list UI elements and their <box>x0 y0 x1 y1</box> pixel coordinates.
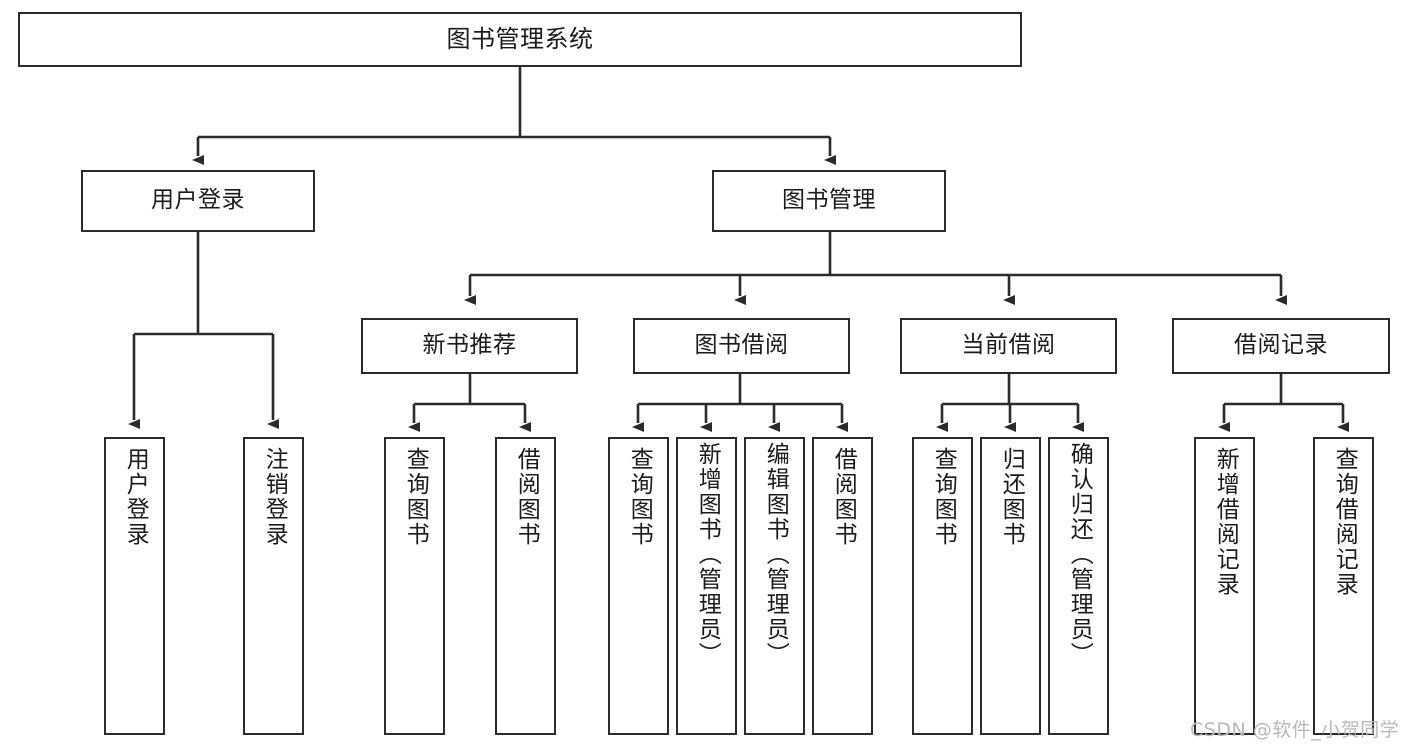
leaf-new-book-query[interactable]: 查询图书 <box>384 437 445 735</box>
leaf-label: 查询借阅记录 <box>1331 447 1358 597</box>
node-label: 新书推荐 <box>422 332 517 359</box>
leaf-label: 用户登录 <box>122 447 149 547</box>
leaf-label: 确认归还（管理员） <box>1066 442 1093 667</box>
leaf-current-borrow-query[interactable]: 查询图书 <box>912 437 973 735</box>
node-label: 当前借阅 <box>961 332 1056 359</box>
leaf-label: 新增图书（管理员） <box>694 442 721 667</box>
leaf-user-login-login[interactable]: 用户登录 <box>104 437 165 735</box>
csdn-watermark: CSDN @软件_小贺同学 <box>1190 719 1400 741</box>
leaf-current-borrow-confirm-return[interactable]: 确认归还（管理员） <box>1048 437 1109 735</box>
node-book-management[interactable]: 图书管理 <box>712 170 946 232</box>
leaf-label: 借阅图书 <box>830 447 857 547</box>
leaf-book-borrow-add[interactable]: 新增图书（管理员） <box>676 437 737 735</box>
node-label: 图书借阅 <box>694 332 789 359</box>
leaf-new-book-borrow[interactable]: 借阅图书 <box>495 437 556 735</box>
leaf-book-borrow-borrow[interactable]: 借阅图书 <box>812 437 873 735</box>
leaf-current-borrow-return[interactable]: 归还图书 <box>980 437 1041 735</box>
leaf-label: 查询图书 <box>402 447 429 547</box>
leaf-label: 借阅图书 <box>513 447 540 547</box>
leaf-borrow-record-add[interactable]: 新增借阅记录 <box>1194 437 1255 735</box>
node-root-system[interactable]: 图书管理系统 <box>18 12 1022 67</box>
node-label: 图书管理 <box>782 187 876 214</box>
leaf-label: 归还图书 <box>998 447 1025 547</box>
leaf-label: 新增借阅记录 <box>1212 447 1239 597</box>
node-new-book-recommend[interactable]: 新书推荐 <box>361 318 578 374</box>
leaf-label: 注销登录 <box>261 447 288 547</box>
leaf-label: 编辑图书（管理员） <box>762 442 789 667</box>
node-user-login[interactable]: 用户登录 <box>81 170 315 232</box>
leaf-borrow-record-query[interactable]: 查询借阅记录 <box>1313 437 1374 735</box>
leaf-book-borrow-query[interactable]: 查询图书 <box>608 437 669 735</box>
leaf-label: 查询图书 <box>930 447 957 547</box>
node-label: 借阅记录 <box>1234 332 1328 359</box>
leaf-book-borrow-edit[interactable]: 编辑图书（管理员） <box>744 437 805 735</box>
node-label: 用户登录 <box>151 187 245 214</box>
leaf-user-login-logout[interactable]: 注销登录 <box>243 437 304 735</box>
leaf-label: 查询图书 <box>626 447 653 547</box>
node-current-borrow[interactable]: 当前借阅 <box>900 318 1117 374</box>
node-borrow-record[interactable]: 借阅记录 <box>1172 318 1390 374</box>
node-book-borrow[interactable]: 图书借阅 <box>633 318 850 374</box>
node-label: 图书管理系统 <box>446 25 594 54</box>
